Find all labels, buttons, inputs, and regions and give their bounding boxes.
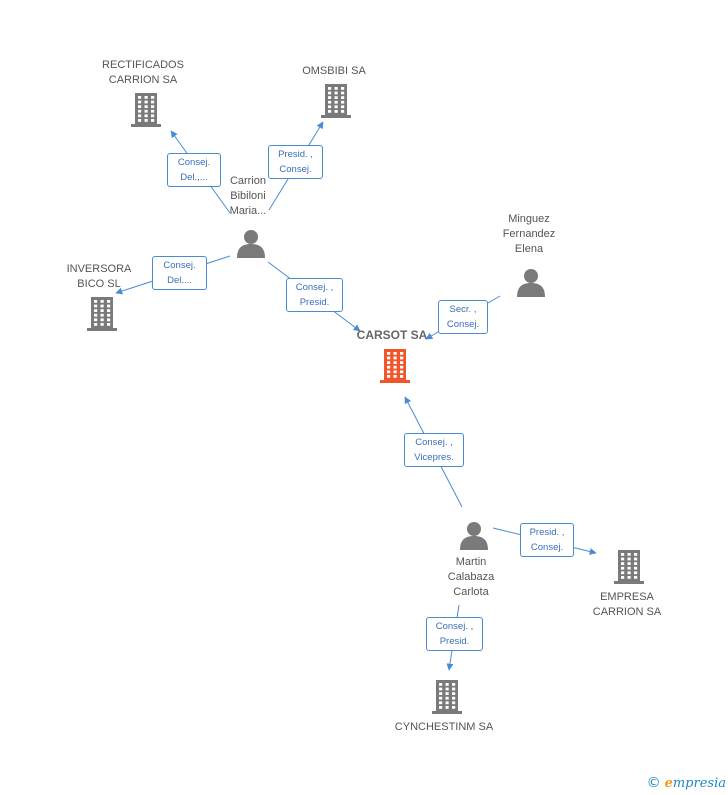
person-icon-carrion[interactable] bbox=[237, 230, 265, 258]
person-icon-martin[interactable] bbox=[460, 522, 488, 550]
node-label-rectificados[interactable]: RECTIFICADOS CARRION SA bbox=[102, 59, 184, 86]
node-label-carsot[interactable]: CARSOT SA bbox=[356, 328, 428, 342]
edge-label-martin-cynchestinm[interactable]: Consej. , Presid. bbox=[426, 617, 483, 651]
edge-label-carrion-rectificados[interactable]: Consej. Del.,... bbox=[167, 153, 221, 187]
edge-label-martin-carsot[interactable]: Consej. , Vicepres. bbox=[404, 433, 464, 467]
edge-label-carrion-carsot[interactable]: Consej. , Presid. bbox=[286, 278, 343, 312]
node-label-omsbibi[interactable]: OMSBIBI SA bbox=[302, 65, 366, 77]
copyright-icon: © bbox=[646, 775, 661, 791]
building-icon-inversora[interactable] bbox=[87, 297, 117, 331]
edge-label-carrion-inversora[interactable]: Consej. Del.... bbox=[152, 256, 207, 290]
building-icon-empresa[interactable] bbox=[614, 550, 644, 584]
node-label-inversora[interactable]: INVERSORA BICO SL bbox=[66, 263, 132, 290]
brand-initial: e bbox=[664, 776, 673, 791]
building-icon-rectificados[interactable] bbox=[131, 93, 161, 127]
node-label-cynchestinm[interactable]: CYNCHESTINM SA bbox=[394, 721, 494, 733]
node-label-empresa[interactable]: EMPRESA CARRION SA bbox=[592, 591, 662, 618]
person-icon-minguez[interactable] bbox=[517, 269, 545, 297]
edge-label-carrion-omsbibi[interactable]: Presid. , Consej. bbox=[268, 145, 323, 179]
building-icon-cynchestinm[interactable] bbox=[432, 680, 462, 714]
node-label-martin[interactable]: Martin Calabaza Carlota bbox=[447, 556, 495, 598]
edge-label-martin-empresa[interactable]: Presid. , Consej. bbox=[520, 523, 574, 557]
building-icon-carsot[interactable] bbox=[380, 349, 410, 383]
empresia-watermark: ©empresia bbox=[647, 775, 726, 791]
brand-name: mpresia bbox=[672, 776, 726, 791]
building-icon-omsbibi[interactable] bbox=[321, 84, 351, 118]
node-label-minguez[interactable]: Minguez Fernandez Elena bbox=[502, 213, 556, 255]
edge-label-minguez-carsot[interactable]: Secr. , Consej. bbox=[438, 300, 488, 334]
node-label-carrion[interactable]: Carrion Bibiloni Maria... bbox=[229, 175, 267, 217]
